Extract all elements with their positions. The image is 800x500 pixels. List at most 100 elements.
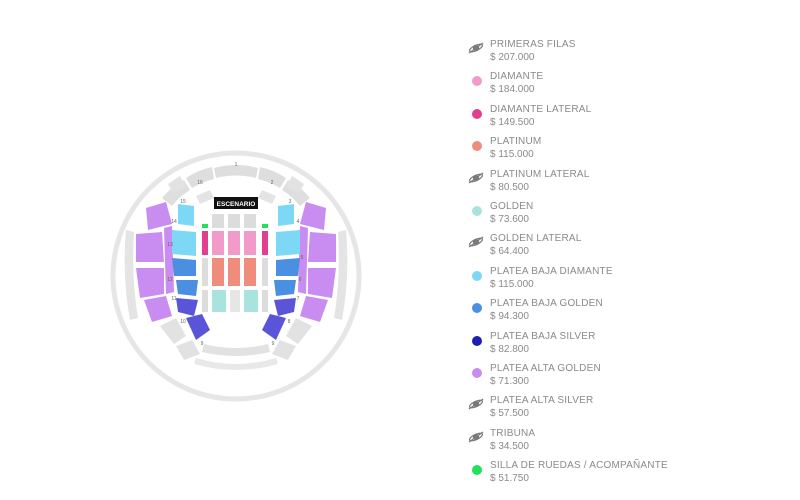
legend-item-price: $ 34.500 (490, 440, 529, 452)
platinum-lateral-right[interactable] (262, 258, 268, 286)
legend-item[interactable]: GOLDEN LATERAL$ 64.400 (466, 233, 796, 265)
tribuna-inner-bottom-right[interactable] (286, 318, 312, 344)
primeras-filas-3[interactable] (244, 214, 256, 228)
platea-baja-diamante-right-2[interactable] (276, 230, 300, 256)
legend-item-name: PLATINUM (490, 136, 542, 148)
platinum-2[interactable] (228, 258, 240, 286)
legend-item[interactable]: PLATEA ALTA GOLDEN$ 71.300 (466, 363, 796, 395)
section-number: 8 (288, 319, 291, 325)
legend-item[interactable]: PLATEA BAJA GOLDEN$ 94.300 (466, 298, 796, 330)
platea-baja-silver-left-2[interactable] (186, 314, 210, 340)
tribuna-bottom-center-outer[interactable] (194, 358, 278, 370)
platea-baja-diamante-left-1[interactable] (178, 204, 194, 226)
color-dot-icon (472, 335, 482, 346)
stage (214, 197, 258, 209)
section-number: 14 (171, 219, 177, 225)
platea-alta-golden-right-inner[interactable] (298, 226, 308, 294)
platea-baja-diamante-right-1[interactable] (278, 204, 294, 226)
diamante-1[interactable] (212, 231, 224, 255)
platea-alta-golden-left-2[interactable] (136, 232, 164, 262)
tribuna-ring-top-left[interactable] (196, 190, 214, 204)
platea-alta-golden-right-2[interactable] (308, 232, 336, 262)
legend-item-name: DIAMANTE (490, 71, 544, 83)
golden-lateral-right[interactable] (262, 290, 268, 312)
platea-alta-golden-left-3[interactable] (136, 268, 164, 298)
tribuna-ring-top-right[interactable] (258, 190, 276, 204)
legend-item-name: GOLDEN LATERAL (490, 233, 582, 245)
tribuna-top-center[interactable] (214, 165, 258, 178)
legend-item-price: $ 73.600 (490, 213, 529, 225)
platinum-3[interactable] (244, 258, 256, 286)
platea-baja-silver-right-2[interactable] (262, 314, 286, 340)
legend-item-price: $ 115.000 (490, 278, 534, 290)
tribuna-bottom-center[interactable] (202, 344, 270, 356)
platea-alta-golden-left-1[interactable] (146, 202, 172, 230)
golden-right[interactable] (244, 290, 258, 312)
silla-de-ruedas-right[interactable] (262, 224, 268, 228)
tribuna-ne-outer[interactable] (286, 176, 304, 194)
tribuna-bottom-right[interactable] (272, 340, 296, 360)
tribuna-top-left[interactable] (186, 167, 214, 188)
legend-item[interactable]: PLATINUM LATERAL$ 80.500 (466, 169, 796, 201)
section-number: 4 (297, 219, 300, 225)
section-number: 12 (167, 277, 173, 283)
color-dot-icon (472, 108, 482, 119)
platinum-1[interactable] (212, 258, 224, 286)
platea-baja-golden-right-1[interactable] (276, 258, 300, 276)
golden-lateral-left[interactable] (202, 290, 208, 312)
legend-item[interactable]: TRIBUNA$ 34.500 (466, 428, 796, 460)
legend-item-price: $ 207.000 (490, 52, 535, 63)
legend-item[interactable]: PLATEA BAJA DIAMANTE$ 115.000 (466, 266, 796, 298)
platea-alta-golden-right-3[interactable] (308, 268, 336, 298)
platea-baja-golden-left-2[interactable] (176, 280, 198, 296)
legend-item[interactable]: PLATEA BAJA SILVER$ 82.800 (466, 331, 796, 363)
section-number: 5 (301, 255, 304, 261)
platea-alta-golden-left-inner[interactable] (164, 226, 174, 294)
platea-baja-silver-left-1[interactable] (176, 298, 198, 316)
platea-alta-golden-right-1[interactable] (300, 202, 326, 230)
legend-item[interactable]: PLATEA ALTA SILVER$ 57.500 (466, 395, 796, 427)
tribuna-bottom-left[interactable] (176, 340, 200, 360)
primeras-filas-1[interactable] (212, 214, 224, 228)
legend-item-name: SILLA DE RUEDAS / ACOMPAÑANTE (490, 460, 668, 472)
diamante-lateral-left[interactable] (202, 231, 208, 255)
tribuna-top-right[interactable] (258, 167, 286, 188)
color-dot-icon (472, 270, 482, 281)
legend-item-price: $ 115.000 (490, 149, 534, 161)
tribuna-right-strip[interactable] (334, 230, 348, 320)
platea-baja-diamante-left-2[interactable] (172, 230, 196, 256)
platea-baja-golden-right-2[interactable] (274, 280, 296, 296)
golden-left[interactable] (212, 290, 226, 312)
legend-item[interactable]: PRIMERAS FILAS $ 207.000 (466, 39, 796, 71)
color-dot-icon (472, 303, 482, 314)
platea-baja-silver-right-1[interactable] (274, 298, 296, 316)
diamante-3[interactable] (244, 231, 256, 255)
platinum-lateral-left[interactable] (202, 258, 208, 286)
legend-item[interactable]: GOLDEN$ 73.600 (466, 201, 796, 233)
platea-baja-golden-left-1[interactable] (172, 258, 196, 276)
tribuna-left-strip[interactable] (124, 230, 138, 320)
legend-item-price: $ 80.500 (490, 181, 529, 193)
tribuna-inner-bottom-left[interactable] (160, 318, 186, 344)
legend-item-name: PLATEA BAJA DIAMANTE (490, 265, 613, 277)
soldout-icon (468, 41, 484, 55)
legend-item[interactable]: PLATINUM$ 115.000 (466, 136, 796, 168)
golden-center[interactable] (230, 290, 240, 312)
legend-item-price: $ 82.800 (490, 343, 529, 355)
section-number: 16 (197, 180, 203, 186)
legend-item[interactable]: SILLA DE RUEDAS / ACOMPAÑANTE$ 51.750 (466, 460, 796, 492)
diamante-lateral-right[interactable] (262, 231, 268, 255)
legend-item[interactable]: DIAMANTE$ 184.000 (466, 71, 796, 103)
platea-alta-golden-left-4[interactable] (144, 296, 172, 322)
legend-item-name: PRIMERAS FILAS (490, 39, 576, 50)
diamante-2[interactable] (228, 231, 240, 255)
section-number: 11 (171, 296, 176, 302)
legend-item-price: $ 71.300 (490, 375, 529, 387)
legend-item[interactable]: DIAMANTE LATERAL$ 149.500 (466, 104, 796, 136)
tribuna-nw-outer[interactable] (168, 176, 186, 194)
platea-alta-golden-right-4[interactable] (300, 296, 328, 322)
section-number: 2 (271, 180, 274, 186)
silla-de-ruedas-left[interactable] (202, 224, 208, 228)
primeras-filas-2[interactable] (228, 214, 240, 228)
color-dot-icon (472, 465, 482, 476)
